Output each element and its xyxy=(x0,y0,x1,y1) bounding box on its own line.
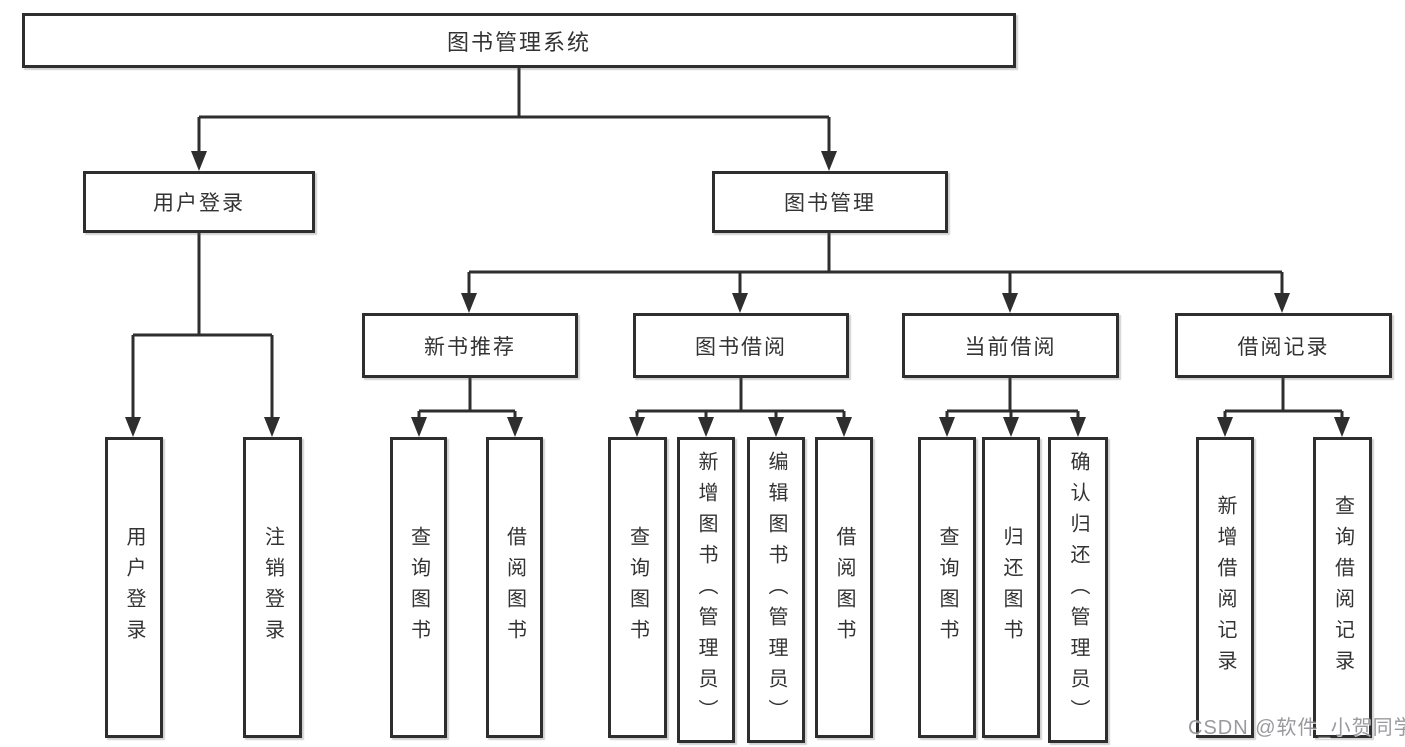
node-user-login: 用户登录 xyxy=(83,171,315,233)
leaf-add-books-admin-label: 新增图书（管理员） xyxy=(695,450,717,730)
node-new-book-recommend: 新书推荐 xyxy=(362,313,578,378)
leaf-add-borrow-record-label: 新增借阅记录 xyxy=(1214,494,1236,681)
leaf-query-borrow-record-label: 查询借阅记录 xyxy=(1331,494,1354,681)
node-book-management: 图书管理 xyxy=(712,171,948,233)
leaf-user-login: 用户登录 xyxy=(105,437,163,738)
leaf-query-books-current-label: 查询图书 xyxy=(936,525,958,650)
leaf-query-books-borrowing-label: 查询图书 xyxy=(626,525,649,650)
leaf-borrow-books-borrowing: 借阅图书 xyxy=(815,437,873,738)
leaf-confirm-return-admin-label: 确认归还（管理员） xyxy=(1067,450,1089,730)
connector-current-borrowing-to-leaves xyxy=(939,378,1086,437)
leaf-logout: 注销登录 xyxy=(243,437,302,738)
leaf-logout-label: 注销登录 xyxy=(261,525,284,650)
connector-borrow-records-to-leaves xyxy=(1217,378,1350,437)
leaf-confirm-return-admin: 确认归还（管理员） xyxy=(1048,437,1108,743)
leaf-query-books-recommend: 查询图书 xyxy=(390,437,447,738)
watermark: CSDN @软件_小贺同学 xyxy=(1188,717,1405,739)
leaf-query-books-borrowing: 查询图书 xyxy=(608,437,667,738)
leaf-edit-books-admin: 编辑图书（管理员） xyxy=(747,437,805,743)
leaf-user-login-label: 用户登录 xyxy=(123,525,145,650)
connector-book-management-to-level3 xyxy=(461,233,1290,313)
leaf-query-books-current: 查询图书 xyxy=(918,437,976,738)
connector-user-login-to-leaves xyxy=(125,233,280,437)
leaf-add-books-admin: 新增图书（管理员） xyxy=(677,437,735,743)
connector-book-borrowing-to-leaves xyxy=(629,378,852,437)
leaf-borrow-books-borrowing-label: 借阅图书 xyxy=(833,525,855,650)
leaf-borrow-books-recommend-label: 借阅图书 xyxy=(503,525,526,650)
leaf-return-books-label: 归还图书 xyxy=(1000,525,1022,650)
connector-new-book-recommend-to-leaves xyxy=(411,378,523,437)
node-library-system: 图书管理系统 xyxy=(22,13,1016,68)
leaf-borrow-books-recommend: 借阅图书 xyxy=(486,437,543,738)
leaf-add-borrow-record: 新增借阅记录 xyxy=(1196,437,1254,738)
node-borrow-records: 借阅记录 xyxy=(1175,313,1392,378)
node-current-borrowing: 当前借阅 xyxy=(902,313,1119,378)
node-book-borrowing: 图书借阅 xyxy=(633,313,849,378)
connector-root-to-level2 xyxy=(191,68,837,171)
leaf-query-borrow-record: 查询借阅记录 xyxy=(1313,437,1372,738)
leaf-edit-books-admin-label: 编辑图书（管理员） xyxy=(765,450,787,730)
leaf-return-books: 归还图书 xyxy=(982,437,1040,738)
leaf-query-books-recommend-label: 查询图书 xyxy=(407,525,430,650)
